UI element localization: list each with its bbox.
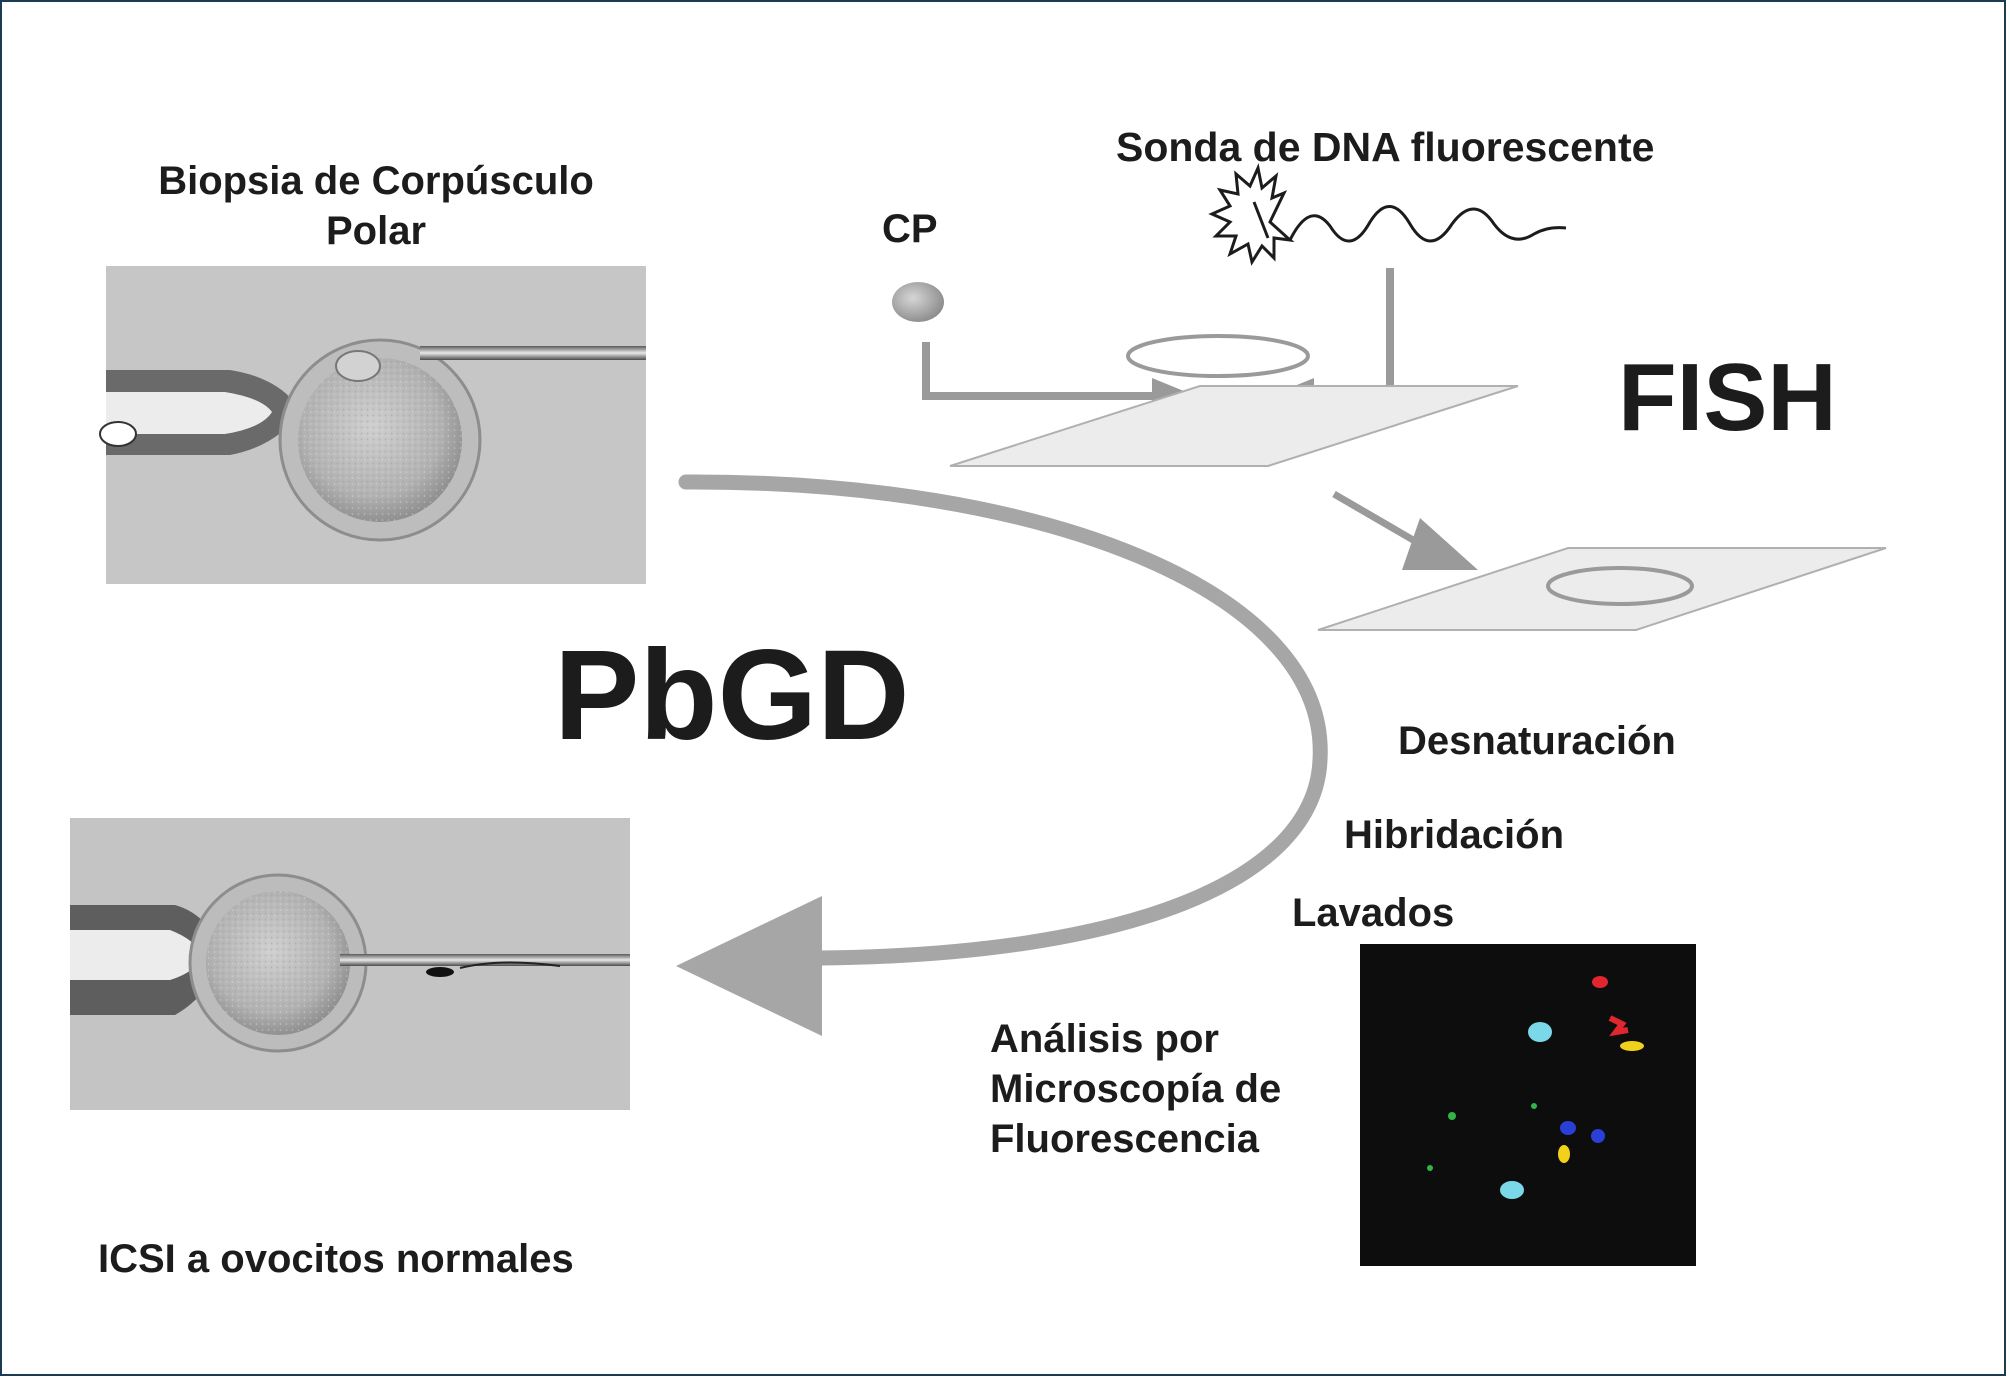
microscopy-background bbox=[1360, 944, 1696, 1266]
probe-label: Sonda de DNA fluorescente bbox=[1116, 124, 1655, 170]
probe-flow-line bbox=[1314, 268, 1394, 400]
signal-green-1 bbox=[1448, 1112, 1456, 1120]
biopsy-needle bbox=[420, 346, 646, 360]
pipette-tip-bubble bbox=[99, 421, 137, 447]
cp-label: CP bbox=[882, 207, 938, 251]
denaturation-label: Desnaturación bbox=[1398, 719, 1676, 763]
signal-cyan-2 bbox=[1500, 1181, 1524, 1199]
sperm-cell bbox=[426, 967, 454, 977]
holding-pipette-lumen bbox=[106, 392, 272, 434]
slide-upper-drop bbox=[1126, 334, 1310, 378]
pbgd-label: PbGD bbox=[554, 624, 910, 767]
slide-lower-plate bbox=[1317, 547, 1887, 631]
signal-red-1 bbox=[1592, 976, 1608, 988]
cp-flow-line bbox=[922, 342, 1152, 400]
hybridization-label: Hibridación bbox=[1344, 813, 1565, 857]
signal-yellow-2 bbox=[1558, 1145, 1570, 1163]
polar-body bbox=[335, 350, 381, 382]
analysis-label-line2: Microscopía de bbox=[990, 1067, 1282, 1111]
signal-blue-1 bbox=[1560, 1121, 1576, 1135]
slide-lower-drop bbox=[1546, 566, 1694, 606]
biopsy-photo bbox=[99, 266, 646, 584]
signal-green-2 bbox=[1427, 1165, 1433, 1171]
icsi-photo bbox=[70, 818, 630, 1110]
signal-blue-2 bbox=[1591, 1129, 1605, 1143]
slide-lower bbox=[1317, 547, 1887, 631]
biopsy-title-line1: Biopsia de Corpúsculo bbox=[158, 159, 594, 203]
dna-strand-icon bbox=[1288, 205, 1567, 243]
probe-icon bbox=[1208, 163, 1567, 266]
biopsy-title-line2: Polar bbox=[325, 209, 427, 253]
signal-green-3 bbox=[1531, 1103, 1537, 1109]
probe-stem-icon bbox=[1252, 201, 1270, 239]
icsi-label: ICSI a ovocitos normales bbox=[98, 1237, 574, 1281]
needle-inner-contents bbox=[459, 961, 561, 969]
cycle-arrowhead bbox=[676, 896, 822, 1036]
washes-label: Lavados bbox=[1292, 891, 1455, 935]
oocyte-texture bbox=[298, 358, 462, 522]
fish-label: FISH bbox=[1618, 344, 1837, 451]
starburst-icon bbox=[1208, 163, 1295, 266]
analysis-label: Análisis por Microscopía de Fluorescenci… bbox=[990, 1014, 1281, 1164]
icsi-holding-pipette-lumen bbox=[70, 930, 202, 980]
icsi-oocyte-texture bbox=[206, 891, 350, 1035]
cycle-arrow bbox=[676, 474, 1328, 1036]
slide-upper bbox=[949, 334, 1519, 467]
slide-transfer-line bbox=[1332, 490, 1422, 548]
fish-microscopy-image bbox=[1360, 944, 1696, 1266]
slide-transfer-arrowhead bbox=[1402, 518, 1478, 570]
analysis-label-line1: Análisis por bbox=[990, 1017, 1219, 1061]
signal-red-2 bbox=[1608, 1015, 1629, 1037]
slide-upper-plate bbox=[949, 385, 1519, 467]
signal-yellow-1 bbox=[1620, 1041, 1644, 1051]
biopsy-title: Biopsia de Corpúsculo Polar bbox=[106, 156, 646, 256]
analysis-label-line3: Fluorescencia bbox=[990, 1117, 1260, 1161]
icsi-needle bbox=[340, 954, 630, 966]
cp-sphere-icon bbox=[892, 282, 944, 322]
signal-cyan-1 bbox=[1528, 1022, 1552, 1042]
cycle-arrow-curve bbox=[678, 474, 1328, 966]
